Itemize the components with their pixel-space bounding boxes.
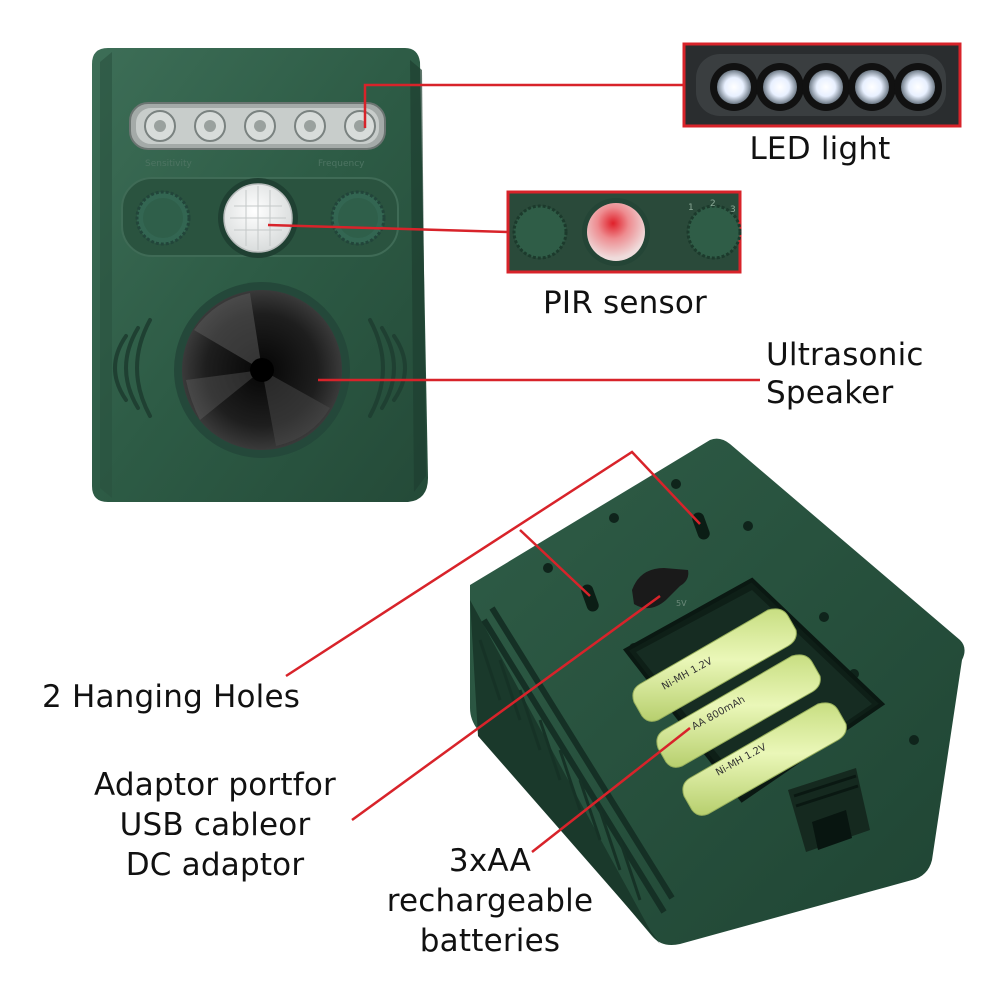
adaptor-label-line1: Adaptor portfor [94, 767, 336, 803]
battery-3: Ni-MH 1.2V [682, 702, 847, 816]
ultrasonic-label-line2: Speaker [766, 375, 894, 411]
adaptor-label-line2: USB cableor [119, 807, 311, 843]
batteries-label-line1: 3xAA [448, 843, 532, 879]
speaker-vent-right [368, 318, 407, 418]
adaptor-leader [351, 594, 661, 822]
hanging-holes-leader [285, 450, 701, 678]
led-light-label: LED light [749, 131, 891, 167]
pir-dial-number-1: 1 [688, 203, 694, 213]
sensitivity-print: Sensitivity [145, 159, 193, 169]
rear-vent [788, 768, 870, 852]
sensitivity-knob [135, 190, 191, 246]
adaptor-label-line3: DC adaptor [125, 847, 305, 883]
pir-dial-number-2: 2 [710, 199, 716, 209]
pir-sensor-callout: 1 2 3 [506, 190, 742, 274]
front-device: Sensitivity Frequency [92, 48, 428, 502]
side-ribs [481, 606, 675, 914]
pir-sensor-dome [218, 178, 298, 258]
led-strip [129, 102, 386, 150]
speaker-vent-left [113, 318, 152, 418]
led-light-callout [682, 42, 962, 128]
led-bulbs [144, 110, 376, 142]
side-ribs-lower [478, 639, 642, 901]
pir-dial-number-3: 3 [730, 205, 736, 215]
hanging-holes-leader-2 [519, 529, 591, 597]
batteries-label-line2: rechargeable [386, 883, 594, 919]
pir-sensor-label: PIR sensor [543, 285, 707, 321]
leader-lines [267, 83, 760, 853]
batteries-label-line3: batteries [419, 923, 561, 959]
ultrasonic-label-line1: Ultrasonic [766, 337, 924, 373]
back-device: 5V Ni-MH 1.2V AA 800mAh Ni-MH 1.2V [470, 438, 965, 945]
frequency-print: Frequency [318, 159, 365, 169]
batteries-leader [531, 727, 691, 853]
frequency-knob [330, 190, 386, 246]
ultrasonic-speaker [174, 282, 350, 458]
pir-leader [267, 223, 509, 234]
svg-text:5V: 5V [676, 599, 687, 608]
adaptor-port: 5V [632, 568, 689, 609]
hanging-holes-label: 2 Hanging Holes [42, 679, 301, 715]
led-leader [363, 83, 684, 128]
